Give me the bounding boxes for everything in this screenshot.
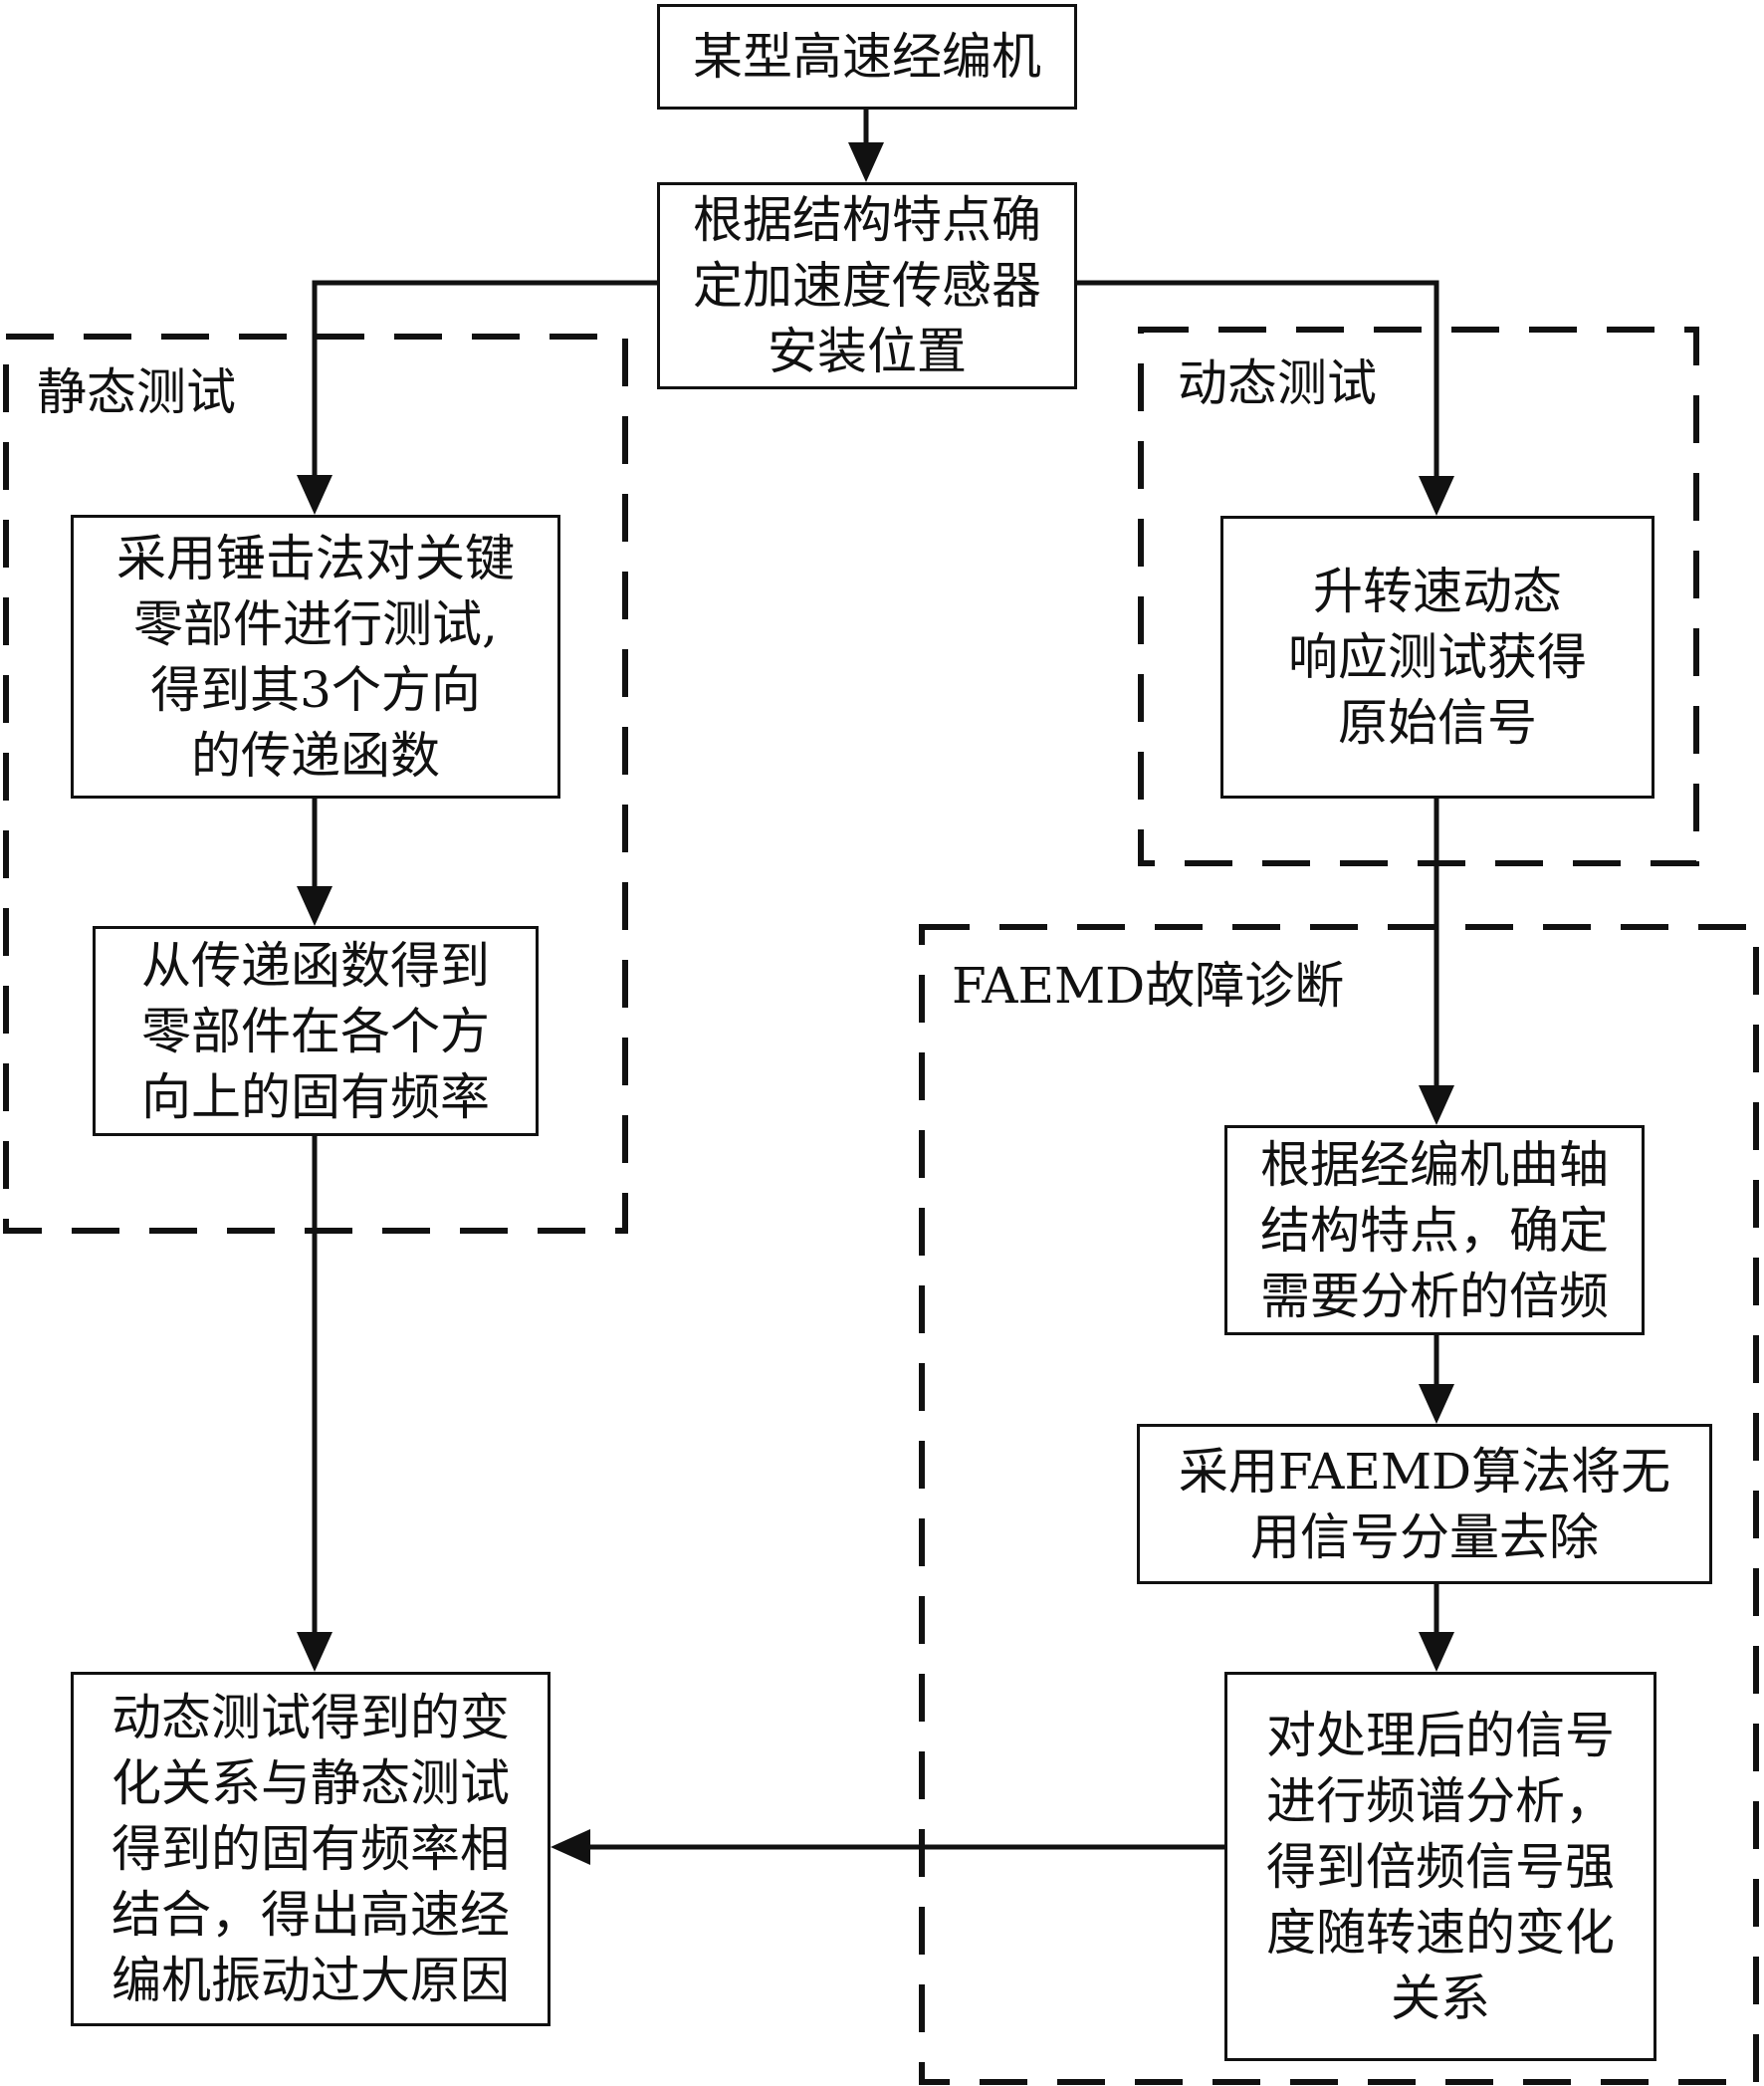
node-faemd-filter: 采用FAEMD算法将无 用信号分量去除 bbox=[1137, 1424, 1712, 1584]
node-line: 响应测试获得 bbox=[1288, 628, 1587, 686]
node-line: 得到倍频信号强 bbox=[1266, 1837, 1615, 1896]
arrowhead-icon bbox=[551, 1829, 590, 1865]
node-hammer-test: 采用锤击法对关键 零部件进行测试, 得到其3个方向 的传递函数 bbox=[71, 515, 560, 799]
node-line: 定加速度传感器 bbox=[693, 257, 1041, 315]
node-line: 结构特点，确定 bbox=[1260, 1201, 1609, 1260]
node-machine: 某型高速经编机 bbox=[657, 4, 1077, 110]
node-spectrum: 对处理后的信号 进行频谱分析， 得到倍频信号强 度随转速的变化 关系 bbox=[1224, 1672, 1656, 2061]
node-line: 关系 bbox=[1391, 1969, 1490, 2027]
node-line: 结合，得出高速经 bbox=[111, 1886, 510, 1944]
node-line: 对处理后的信号 bbox=[1266, 1706, 1615, 1764]
node-line: 从传递函数得到 bbox=[141, 936, 490, 995]
node-line: 得到其3个方向 bbox=[150, 660, 481, 719]
node-line: 度随转速的变化 bbox=[1266, 1903, 1615, 1962]
arrowhead-icon bbox=[848, 142, 884, 182]
group-label-static: 静态测试 bbox=[33, 362, 240, 422]
node-line: 某型高速经编机 bbox=[693, 28, 1041, 86]
node-natural-frequency: 从传递函数得到 零部件在各个方 向上的固有频率 bbox=[93, 926, 539, 1136]
arrowhead-icon bbox=[297, 1632, 332, 1672]
edge-sensor-to-hammer bbox=[312, 280, 657, 479]
arrowhead-icon bbox=[1419, 1085, 1454, 1125]
arrowhead-icon bbox=[1419, 476, 1454, 516]
node-harmonics: 根据经编机曲轴 结构特点，确定 需要分析的倍频 bbox=[1224, 1125, 1645, 1335]
edge-sensor-to-runup bbox=[1077, 280, 1439, 480]
node-line: 升转速动态 bbox=[1313, 563, 1562, 620]
node-line: 用信号分量去除 bbox=[1250, 1507, 1599, 1566]
node-line: 零部件在各个方 bbox=[141, 1002, 490, 1060]
node-line: 的传递函数 bbox=[191, 726, 440, 785]
arrowhead-icon bbox=[297, 886, 332, 926]
node-line: 原始信号 bbox=[1338, 694, 1537, 752]
group-label-dynamic: 动态测试 bbox=[1174, 353, 1381, 413]
group-frame-dynamic bbox=[1138, 327, 1699, 866]
node-line: 需要分析的倍频 bbox=[1260, 1267, 1609, 1325]
group-label-faemd: FAEMD故障诊断 bbox=[948, 956, 1349, 1016]
node-line: 向上的固有频率 bbox=[141, 1067, 490, 1126]
node-sensor: 根据结构特点确 定加速度传感器 安装位置 bbox=[657, 182, 1077, 389]
node-line: 得到的固有频率相 bbox=[111, 1820, 510, 1878]
arrowhead-icon bbox=[297, 475, 332, 515]
node-line: 安装位置 bbox=[768, 323, 967, 380]
node-line: 根据经编机曲轴 bbox=[1260, 1135, 1609, 1194]
node-line: 零部件进行测试, bbox=[133, 594, 498, 653]
node-line: 化关系与静态测试 bbox=[111, 1754, 510, 1812]
node-conclusion: 动态测试得到的变 化关系与静态测试 得到的固有频率相 结合，得出高速经 编机振动… bbox=[71, 1672, 551, 2026]
node-runup-test: 升转速动态 响应测试获得 原始信号 bbox=[1220, 516, 1654, 799]
node-line: 采用锤击法对关键 bbox=[116, 529, 515, 587]
node-line: 采用FAEMD算法将无 bbox=[1178, 1442, 1671, 1501]
node-line: 动态测试得到的变 bbox=[111, 1689, 510, 1746]
arrowhead-icon bbox=[1419, 1632, 1454, 1672]
group-frame-faemd bbox=[919, 924, 1759, 2085]
arrowhead-icon bbox=[1419, 1384, 1454, 1424]
node-line: 编机振动过大原因 bbox=[111, 1952, 510, 2009]
node-line: 进行频谱分析， bbox=[1266, 1771, 1615, 1830]
node-line: 根据结构特点确 bbox=[693, 191, 1041, 249]
